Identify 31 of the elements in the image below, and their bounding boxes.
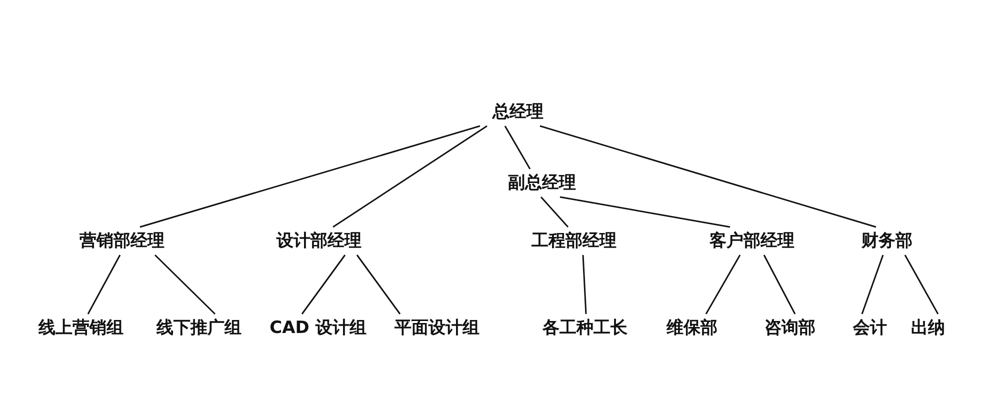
connector-line (763, 254, 796, 314)
position-label: 客户部经理 (706, 227, 798, 255)
connector-line (560, 196, 730, 228)
position-label: 设计部经理 (274, 227, 364, 255)
position-label: 咨询部 (762, 314, 818, 342)
connector-line (87, 254, 121, 314)
connector-line (540, 125, 876, 228)
connector-line (861, 254, 884, 314)
position-label: 会计 (850, 314, 890, 342)
position-label: CAD 设计组 (266, 314, 370, 342)
position-label: 副总经理 (505, 169, 579, 197)
position-label: 维保部 (664, 314, 720, 342)
position-label: 线上营销组 (36, 314, 126, 342)
position-label: 工程部经理 (528, 227, 620, 255)
connector-line (540, 196, 569, 228)
connector-line (504, 126, 531, 170)
position-label: 财务部 (858, 227, 916, 255)
connector-line (904, 254, 939, 314)
position-label: 营销部经理 (76, 227, 168, 255)
connector-line (356, 254, 401, 314)
position-label: 线下推广组 (154, 314, 244, 342)
connector-line (140, 125, 480, 228)
connector-line (154, 254, 216, 315)
position-label: 平面设计组 (392, 314, 482, 342)
position-label: 各工种工长 (540, 314, 630, 342)
position-label: 总经理 (490, 98, 546, 126)
connector-line (332, 125, 488, 228)
connector-line (582, 254, 587, 314)
connector-line (301, 254, 346, 314)
connector-line (705, 254, 741, 314)
position-label: 出纳 (908, 314, 948, 342)
